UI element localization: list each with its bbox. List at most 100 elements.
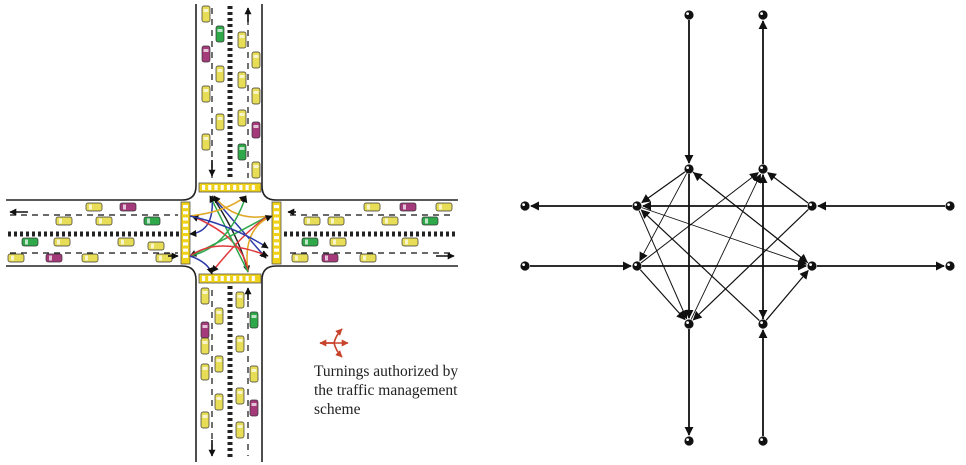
vehicle bbox=[143, 216, 161, 226]
vehicle bbox=[249, 399, 259, 417]
graph-node-highlight bbox=[947, 203, 950, 207]
vehicle bbox=[381, 216, 399, 226]
vehicle-window bbox=[331, 218, 334, 224]
vehicle-window bbox=[203, 137, 209, 140]
vehicle-window bbox=[295, 255, 298, 261]
crosswalk-stripe bbox=[274, 217, 279, 221]
vehicle bbox=[303, 216, 321, 226]
lane-markings bbox=[10, 8, 454, 456]
graph-edge-arrow bbox=[640, 172, 759, 264]
turn-movement-arrow bbox=[213, 195, 269, 218]
turn-movement-arrow bbox=[189, 245, 269, 257]
vehicle-window bbox=[253, 125, 259, 128]
vehicle-window bbox=[203, 89, 209, 92]
turn-movement-arrow bbox=[209, 195, 249, 273]
crosswalk-stripe bbox=[208, 276, 212, 281]
vehicle bbox=[85, 202, 103, 212]
road-corner bbox=[181, 265, 197, 281]
vehicle-window bbox=[403, 204, 406, 210]
vehicle bbox=[399, 202, 417, 212]
graph-edge-arrow bbox=[765, 269, 809, 321]
vehicle-window bbox=[216, 359, 222, 362]
vehicle-window bbox=[25, 239, 28, 245]
turn-movement-arrow bbox=[211, 195, 267, 259]
graph-edge-arrow bbox=[639, 269, 686, 321]
crosswalk-stripe bbox=[202, 276, 206, 281]
graph-node bbox=[758, 436, 768, 446]
vehicle bbox=[301, 237, 319, 247]
vehicle-window bbox=[253, 165, 259, 168]
road-edges bbox=[6, 4, 458, 462]
graph-edge-arrow bbox=[638, 210, 688, 320]
vehicle bbox=[201, 133, 211, 151]
vehicle-window bbox=[202, 415, 208, 418]
vehicle-window bbox=[333, 239, 336, 245]
vehicle bbox=[81, 253, 99, 263]
vehicle-window bbox=[239, 113, 245, 116]
graph-node bbox=[758, 164, 768, 174]
vehicle-window bbox=[202, 367, 208, 370]
turn-movement-arrow bbox=[246, 215, 273, 273]
crosswalk-stripe bbox=[183, 248, 188, 252]
vehicle-window bbox=[202, 341, 208, 344]
vehicle bbox=[237, 71, 247, 89]
crosswalk-stripe bbox=[233, 276, 237, 281]
crosswalks bbox=[180, 182, 282, 284]
vehicle bbox=[201, 45, 211, 63]
graph-node-highlight bbox=[686, 438, 689, 441]
vehicle-window bbox=[216, 311, 222, 314]
vehicle bbox=[291, 253, 309, 263]
graph-node-highlight bbox=[686, 166, 689, 170]
vehicle-window bbox=[239, 35, 245, 38]
legend: Turnings authorized by the traffic manag… bbox=[314, 328, 458, 418]
vehicle-window bbox=[151, 243, 154, 249]
turn-movement-arrow bbox=[211, 215, 269, 273]
graph-edge-arrow bbox=[693, 172, 809, 264]
vehicle bbox=[237, 143, 247, 161]
vehicle bbox=[201, 5, 211, 23]
vehicle bbox=[215, 25, 225, 43]
vehicle-window bbox=[217, 29, 223, 32]
road-corner bbox=[261, 185, 277, 201]
vehicle bbox=[53, 237, 71, 247]
lane-direction-arrows bbox=[9, 7, 455, 457]
vehicle bbox=[359, 253, 377, 263]
graph-node bbox=[684, 164, 694, 174]
vehicle-window bbox=[237, 425, 243, 428]
crosswalk-stripe bbox=[183, 242, 188, 246]
vehicle bbox=[119, 202, 137, 212]
graph-node bbox=[684, 10, 694, 20]
graph-edge-arrow bbox=[641, 207, 808, 266]
crosswalk-stripe bbox=[214, 185, 218, 190]
intersection-drawing bbox=[6, 4, 458, 462]
crosswalk-stripe bbox=[274, 236, 279, 240]
crosswalk-stripe bbox=[251, 185, 255, 190]
crosswalk-stripe bbox=[183, 223, 188, 227]
vehicle bbox=[401, 237, 419, 247]
three-way-turn-arrow-icon bbox=[319, 328, 349, 358]
graph-node-highlight bbox=[522, 263, 525, 266]
vehicle bbox=[214, 307, 224, 325]
graph-node-highlight bbox=[634, 203, 637, 207]
graph-node-highlight bbox=[947, 263, 950, 266]
crosswalk-stripe bbox=[183, 236, 188, 240]
graph-node bbox=[807, 261, 817, 271]
graph-node bbox=[758, 319, 768, 329]
vehicle-window bbox=[239, 147, 245, 150]
turn-movement-arrow bbox=[189, 215, 269, 249]
vehicle bbox=[329, 237, 347, 247]
vehicle bbox=[7, 253, 25, 263]
graph-node bbox=[945, 201, 955, 211]
crosswalk-stripe bbox=[183, 211, 188, 215]
vehicle bbox=[201, 85, 211, 103]
vehicle-window bbox=[217, 117, 223, 120]
vehicle bbox=[200, 287, 210, 305]
crosswalk-stripe bbox=[274, 211, 279, 215]
vehicle-window bbox=[405, 239, 408, 245]
vehicle bbox=[327, 216, 345, 226]
vehicle-window bbox=[237, 391, 243, 394]
crosswalk-stripe bbox=[183, 217, 188, 221]
vehicle bbox=[147, 241, 165, 251]
crosswalk-stripe bbox=[274, 229, 279, 233]
